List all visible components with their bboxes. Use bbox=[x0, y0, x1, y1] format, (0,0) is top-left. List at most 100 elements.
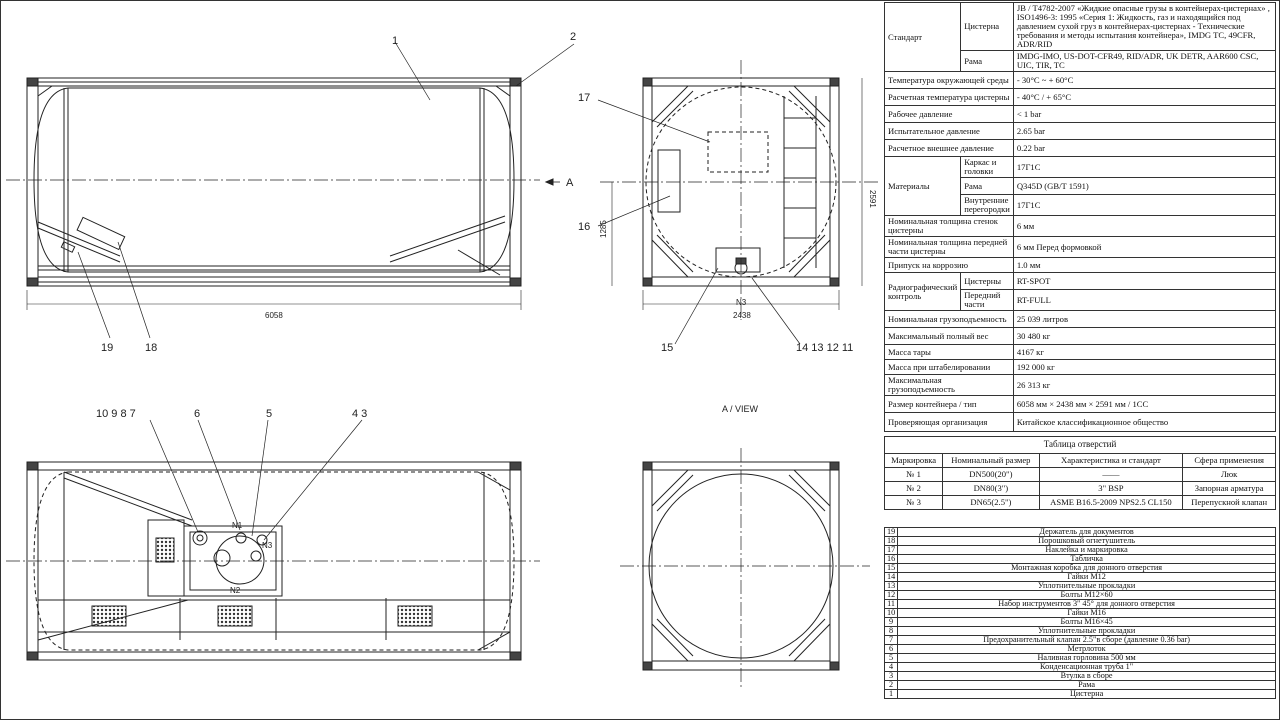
spec-value: Q345D (GB/T 1591) bbox=[1012, 177, 1277, 196]
spec-value: 25 039 литров bbox=[1012, 310, 1277, 329]
spec-value: 2.65 bar bbox=[1012, 122, 1277, 141]
holes-cell: № 3 bbox=[883, 495, 944, 510]
spec-label: Масса при штабелировании bbox=[884, 359, 1014, 376]
balloon-1: 1 bbox=[392, 35, 398, 47]
spec-label: Цистерны bbox=[960, 272, 1014, 291]
spec-label: Внутренние перегородки bbox=[960, 194, 1014, 217]
spec-value: 30 480 кг bbox=[1012, 327, 1277, 346]
holes-header-row: Маркировка Номинальный размер Характерис… bbox=[883, 453, 1276, 468]
nozzle-tag-n3: N3 bbox=[262, 541, 273, 550]
side-view bbox=[6, 41, 575, 339]
holes-header: Маркировка bbox=[883, 453, 944, 468]
holes-cell: DN80(3") bbox=[942, 481, 1040, 496]
view-a-title: A / VIEW bbox=[722, 404, 759, 414]
holes-table: Таблица отверстий Маркировка Номинальный… bbox=[883, 436, 1276, 510]
spec-row: Расчетная температура цистерны- 40°C / +… bbox=[884, 88, 1277, 107]
spec-value: RT-FULL bbox=[1012, 289, 1277, 312]
spec-table: Стандарт Цистерна JB / T4782-2007 «Жидки… bbox=[883, 1, 1277, 433]
spec-row: Радиографический контроль Цистерны RT-SP… bbox=[883, 272, 1277, 312]
spec-label: Цистерна bbox=[960, 1, 1014, 52]
spec-label: Передний части bbox=[960, 289, 1014, 312]
top-view bbox=[6, 419, 540, 661]
spec-label: Номинальная грузоподъемность bbox=[884, 310, 1014, 329]
spec-value: 0.22 bar bbox=[1012, 139, 1277, 158]
spec-label: Припуск на коррозию bbox=[884, 257, 1014, 274]
holes-cell: ASME B16.5-2009 NPS2.5 CL150 bbox=[1038, 495, 1184, 510]
dim-width: 2438 bbox=[733, 311, 751, 320]
holes-caption-row: Таблица отверстий bbox=[884, 436, 1276, 454]
holes-cell: № 1 bbox=[883, 467, 944, 482]
spec-value: 6 мм Перед формовкой bbox=[1012, 236, 1277, 259]
holes-cell: DN65(2.5") bbox=[942, 495, 1040, 510]
spec-label: Масса тары bbox=[884, 344, 1014, 361]
spec-label: Размер контейнера / тип bbox=[884, 395, 1014, 414]
dim-outlet-height: 1285 bbox=[599, 220, 608, 238]
spec-label: Испытательное давление bbox=[884, 122, 1014, 141]
spec-label: Радиографический контроль bbox=[883, 272, 962, 312]
spec-label: Материалы bbox=[883, 156, 962, 217]
holes-cell: № 2 bbox=[883, 481, 944, 496]
spec-value: 1.0 мм bbox=[1012, 257, 1277, 274]
spec-label: Рабочее давление bbox=[884, 105, 1014, 124]
balloon-19: 19 bbox=[101, 342, 113, 354]
dim-height: 2591 bbox=[868, 190, 877, 208]
spec-label: Максимальный полный вес bbox=[884, 327, 1014, 346]
table-row: № 1 DN500(20") —— Люк bbox=[883, 467, 1276, 482]
view-a bbox=[620, 448, 870, 690]
holes-header: Сфера применения bbox=[1182, 453, 1276, 468]
balloon-6: 6 bbox=[194, 408, 200, 420]
spec-value: 4167 кг bbox=[1012, 344, 1277, 361]
end-view bbox=[597, 60, 880, 345]
spec-row: Температура окружающей среды- 30°C ~ + 6… bbox=[884, 71, 1277, 90]
spec-value: 17Г1С bbox=[1012, 194, 1277, 217]
spec-label: Рама bbox=[960, 177, 1014, 196]
table-row: № 2 DN80(3") 3" BSP Запорная арматура bbox=[883, 481, 1276, 496]
spec-value: 192 000 кг bbox=[1012, 359, 1277, 376]
spec-label: Каркас и головки bbox=[960, 156, 1014, 179]
holes-cell: Запорная арматура bbox=[1182, 481, 1276, 496]
spec-row: Стандарт Цистерна JB / T4782-2007 «Жидки… bbox=[883, 1, 1277, 73]
nozzle-tag-end: N3 bbox=[736, 298, 747, 307]
holes-caption: Таблица отверстий bbox=[884, 436, 1276, 454]
table-row: № 3 DN65(2.5") ASME B16.5-2009 NPS2.5 CL… bbox=[883, 495, 1276, 510]
spec-label: Стандарт bbox=[883, 1, 962, 73]
balloon-4-3: 4 3 bbox=[352, 408, 367, 420]
spec-row: Рабочее давление< 1 bar bbox=[884, 105, 1277, 124]
spec-label: Расчетная температура цистерны bbox=[884, 88, 1014, 107]
balloon-2: 2 bbox=[570, 31, 576, 43]
spec-value: - 30°C ~ + 60°C bbox=[1012, 71, 1277, 90]
spec-value: 6 мм bbox=[1012, 215, 1277, 238]
spec-value: IMDG-IMO, US-DOT-CFR49, RID/ADR, UK DETR… bbox=[1012, 50, 1277, 73]
spec-row: Материалы Каркас и головки 17Г1С bbox=[883, 156, 1277, 217]
spec-label: Температура окружающей среды bbox=[884, 71, 1014, 90]
spec-row: Рама IMDG-IMO, US-DOT-CFR49, RID/ADR, UK… bbox=[885, 50, 1277, 73]
spec-value: 6058 мм × 2438 мм × 2591 мм / 1CC bbox=[1012, 395, 1277, 414]
spec-value: RT-SPOT bbox=[1012, 272, 1277, 291]
view-arrow-label: A bbox=[566, 177, 574, 189]
spec-label: Рама bbox=[960, 50, 1014, 73]
spec-value: 17Г1С bbox=[1012, 156, 1277, 179]
spec-value: < 1 bar bbox=[1012, 105, 1277, 124]
spec-label: Максимальная грузоподъемность bbox=[884, 374, 1014, 397]
spec-value: - 40°C / + 65°C bbox=[1012, 88, 1277, 107]
balloon-17: 17 bbox=[578, 92, 590, 104]
part-number: 1 bbox=[883, 689, 899, 699]
spec-value: 26 313 кг bbox=[1012, 374, 1277, 397]
holes-header: Характеристика и стандарт bbox=[1038, 453, 1184, 468]
balloon-10-7: 10 9 8 7 bbox=[96, 408, 136, 420]
spec-label: Расчетное внешнее давление bbox=[884, 139, 1014, 158]
